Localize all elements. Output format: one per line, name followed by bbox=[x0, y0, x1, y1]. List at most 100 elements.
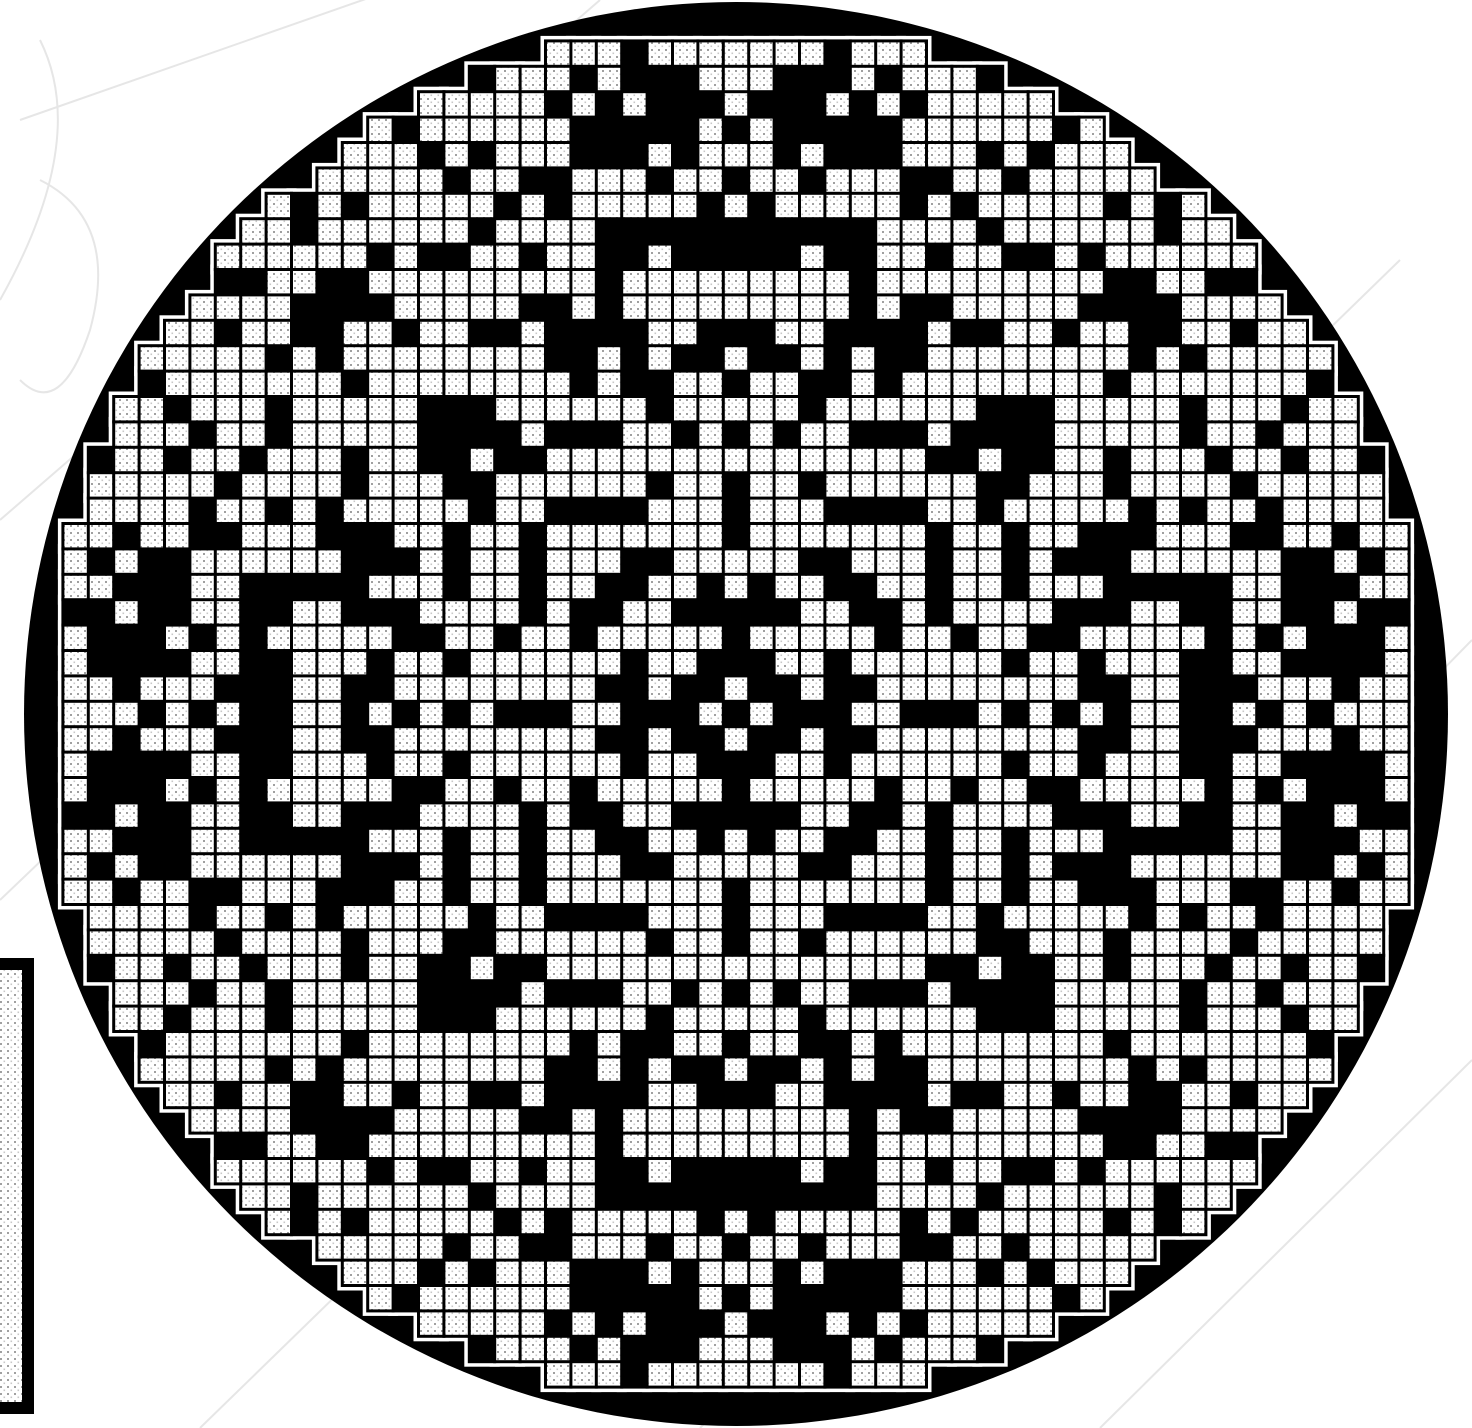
open-mesh bbox=[928, 931, 950, 953]
open-mesh bbox=[1131, 703, 1153, 725]
open-mesh bbox=[1106, 1008, 1128, 1030]
open-mesh bbox=[877, 1135, 899, 1157]
filled-block bbox=[90, 754, 112, 776]
open-mesh bbox=[776, 474, 798, 496]
filled-block bbox=[242, 754, 264, 776]
open-mesh bbox=[877, 1185, 899, 1207]
filled-block bbox=[826, 119, 848, 141]
filled-block bbox=[725, 322, 747, 344]
open-mesh bbox=[877, 728, 899, 750]
filled-block bbox=[1106, 1109, 1128, 1131]
open-mesh bbox=[395, 347, 417, 369]
open-mesh bbox=[598, 881, 620, 903]
open-mesh bbox=[903, 677, 925, 699]
open-mesh bbox=[649, 1160, 671, 1182]
open-mesh bbox=[1258, 373, 1280, 395]
open-mesh bbox=[852, 1058, 874, 1080]
open-mesh bbox=[877, 169, 899, 191]
open-mesh bbox=[572, 703, 594, 725]
filled-block bbox=[572, 322, 594, 344]
open-mesh bbox=[191, 677, 213, 699]
open-mesh bbox=[649, 804, 671, 826]
filled-block bbox=[242, 601, 264, 623]
filled-block bbox=[1334, 627, 1356, 649]
open-mesh bbox=[471, 703, 493, 725]
open-mesh bbox=[1182, 296, 1204, 318]
filled-block bbox=[649, 1185, 671, 1207]
filled-block bbox=[369, 652, 391, 674]
open-mesh bbox=[166, 500, 188, 522]
filled-block bbox=[826, 728, 848, 750]
open-mesh bbox=[903, 1262, 925, 1284]
open-mesh bbox=[1004, 1287, 1026, 1309]
open-mesh bbox=[1131, 449, 1153, 471]
filled-block bbox=[1258, 500, 1280, 522]
filled-block bbox=[776, 1338, 798, 1360]
open-mesh bbox=[776, 855, 798, 877]
open-mesh bbox=[496, 728, 518, 750]
filled-block bbox=[242, 728, 264, 750]
adjacent-chart-edge bbox=[0, 958, 34, 1414]
open-mesh bbox=[928, 652, 950, 674]
filled-block bbox=[699, 1211, 721, 1233]
open-mesh bbox=[750, 1008, 772, 1030]
open-mesh bbox=[979, 576, 1001, 598]
open-mesh bbox=[598, 525, 620, 547]
open-mesh bbox=[191, 1084, 213, 1106]
open-mesh bbox=[496, 881, 518, 903]
filled-block bbox=[115, 525, 137, 547]
open-mesh bbox=[826, 1135, 848, 1157]
open-mesh bbox=[572, 220, 594, 242]
filled-block bbox=[928, 169, 950, 191]
filled-block bbox=[1284, 855, 1306, 877]
open-mesh bbox=[191, 1109, 213, 1131]
filled-block bbox=[547, 703, 569, 725]
filled-block bbox=[750, 601, 772, 623]
filled-block bbox=[674, 1185, 696, 1207]
open-mesh bbox=[674, 1084, 696, 1106]
filled-block bbox=[1182, 982, 1204, 1004]
filled-block bbox=[344, 296, 366, 318]
filled-block bbox=[572, 423, 594, 445]
open-mesh bbox=[903, 220, 925, 242]
filled-block bbox=[826, 830, 848, 852]
open-mesh bbox=[318, 423, 340, 445]
open-mesh bbox=[1233, 398, 1255, 420]
open-mesh bbox=[852, 931, 874, 953]
open-mesh bbox=[293, 500, 315, 522]
filled-block bbox=[1207, 576, 1229, 598]
open-mesh bbox=[852, 881, 874, 903]
filled-block bbox=[268, 652, 290, 674]
open-mesh bbox=[1207, 296, 1229, 318]
open-mesh bbox=[445, 906, 467, 928]
open-mesh bbox=[242, 347, 264, 369]
open-mesh bbox=[852, 1363, 874, 1385]
filled-block bbox=[1004, 881, 1026, 903]
open-mesh bbox=[1030, 1312, 1052, 1334]
filled-block bbox=[649, 93, 671, 115]
open-mesh bbox=[420, 906, 442, 928]
open-mesh bbox=[928, 500, 950, 522]
open-mesh bbox=[598, 754, 620, 776]
filled-block bbox=[318, 296, 340, 318]
filled-block bbox=[623, 1058, 645, 1080]
open-mesh bbox=[1030, 474, 1052, 496]
filled-block bbox=[1157, 1211, 1179, 1233]
open-mesh bbox=[572, 474, 594, 496]
open-mesh bbox=[522, 144, 544, 166]
open-mesh bbox=[776, 296, 798, 318]
filled-block bbox=[623, 652, 645, 674]
open-mesh bbox=[522, 1084, 544, 1106]
filled-block bbox=[1182, 652, 1204, 674]
filled-block bbox=[1055, 601, 1077, 623]
open-mesh bbox=[547, 855, 569, 877]
open-mesh bbox=[1106, 322, 1128, 344]
open-mesh bbox=[191, 347, 213, 369]
filled-block bbox=[572, 1033, 594, 1055]
open-mesh bbox=[1055, 906, 1077, 928]
open-mesh bbox=[699, 550, 721, 572]
open-mesh bbox=[547, 1287, 569, 1309]
open-mesh bbox=[928, 271, 950, 293]
open-mesh bbox=[953, 1135, 975, 1157]
filled-block bbox=[522, 296, 544, 318]
